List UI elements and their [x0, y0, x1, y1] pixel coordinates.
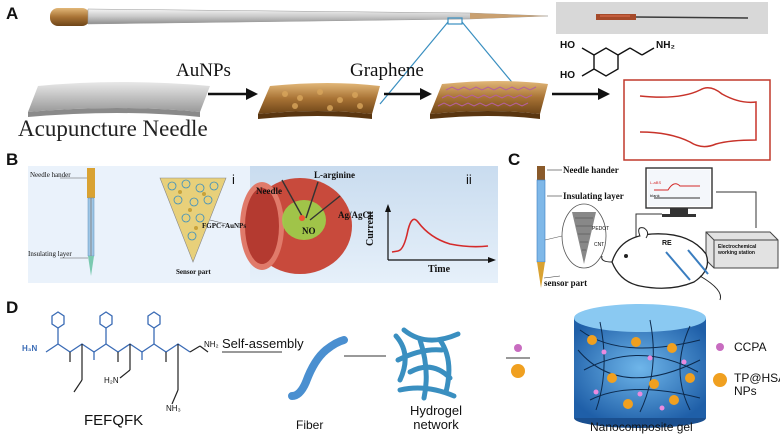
molecule-ho-bottom: HO — [560, 70, 575, 81]
molecule-nh2: NH₂ — [656, 40, 675, 51]
step-graphene-label: Graphene — [350, 60, 424, 81]
ccpa-particle-small — [514, 344, 522, 352]
d-h2n: H₂N — [104, 376, 119, 385]
d-peptide-name: FEFQFK — [84, 412, 144, 429]
b-time-axis: Time — [428, 264, 451, 275]
b-insulating-layer: Insulating layer — [28, 250, 72, 258]
tp-hsa-legend-dot — [713, 373, 727, 387]
c-trace-red: L-aBS — [650, 180, 662, 185]
d-hydrogel-network: Hydrogel network — [409, 403, 463, 432]
b-sensor-part: Sensor part — [176, 268, 211, 276]
b-l-arginine: L-arginine — [314, 170, 356, 180]
d-ccpa: CCPA — [734, 340, 767, 354]
step-aunps-label: AuNPs — [176, 60, 231, 81]
d-nh3: NH₃ — [166, 404, 181, 413]
tp-hsa-particle-small — [511, 364, 525, 378]
acupuncture-needle-label: Acupuncture Needle — [18, 116, 208, 141]
b-sub-ii: ii — [466, 172, 472, 187]
molecule-ho-top: HO — [560, 40, 575, 51]
d-fiber: Fiber — [296, 418, 324, 432]
dopamine-molecule — [581, 47, 655, 77]
panel-label-b: B — [6, 150, 19, 169]
b-no: NO — [302, 226, 316, 236]
c-re: RE — [662, 240, 672, 247]
d-nanocomposite-gel: Nanocomposite gel — [590, 420, 693, 434]
ccpa-legend-dot — [716, 343, 724, 351]
current-trace — [391, 218, 489, 253]
b-fgpc-label: FGPC+AuNPs — [202, 222, 247, 230]
c-needle-hander: Needle hander — [563, 165, 619, 175]
nanocomposite-gel — [574, 318, 706, 418]
c-insulating-layer: Insulating layer — [563, 191, 624, 201]
c-pedot: PEDOT — [592, 226, 610, 232]
aunps-plate — [258, 83, 380, 114]
c-station-label: Electrochemical working station — [718, 244, 757, 256]
c-needle-hander — [537, 166, 545, 180]
c-sensor-part: sensor part — [544, 278, 588, 288]
needle-tip — [470, 13, 548, 19]
b-ag-agcl: Ag/AgCl — [338, 210, 372, 220]
needle-handle — [50, 8, 90, 26]
d-nh2: NH₂ — [204, 340, 219, 349]
panel-label-d: D — [6, 298, 19, 317]
hydrogel-network — [393, 327, 461, 401]
panel-label-a: A — [6, 4, 19, 23]
c-cnt: CNT — [594, 242, 605, 248]
sensor-cone — [159, 177, 227, 263]
b-sub-i: i — [232, 172, 235, 187]
needle-hander-gold — [87, 168, 95, 198]
d-tp-hsa: TP@HSA NPs — [734, 371, 780, 398]
d-self-assembly: Self-assembly — [222, 336, 304, 351]
cv-curve — [639, 87, 757, 148]
fiber — [288, 336, 348, 400]
c-trace-black: blank — [650, 193, 660, 198]
panel-label-c: C — [508, 150, 521, 169]
b-needle-hander: Needle hander — [30, 171, 71, 179]
cv-plot-box — [623, 79, 771, 161]
b-needle: Needle — [256, 186, 282, 196]
needle-plate — [28, 82, 210, 112]
d-h3n: H₃N — [22, 344, 38, 353]
